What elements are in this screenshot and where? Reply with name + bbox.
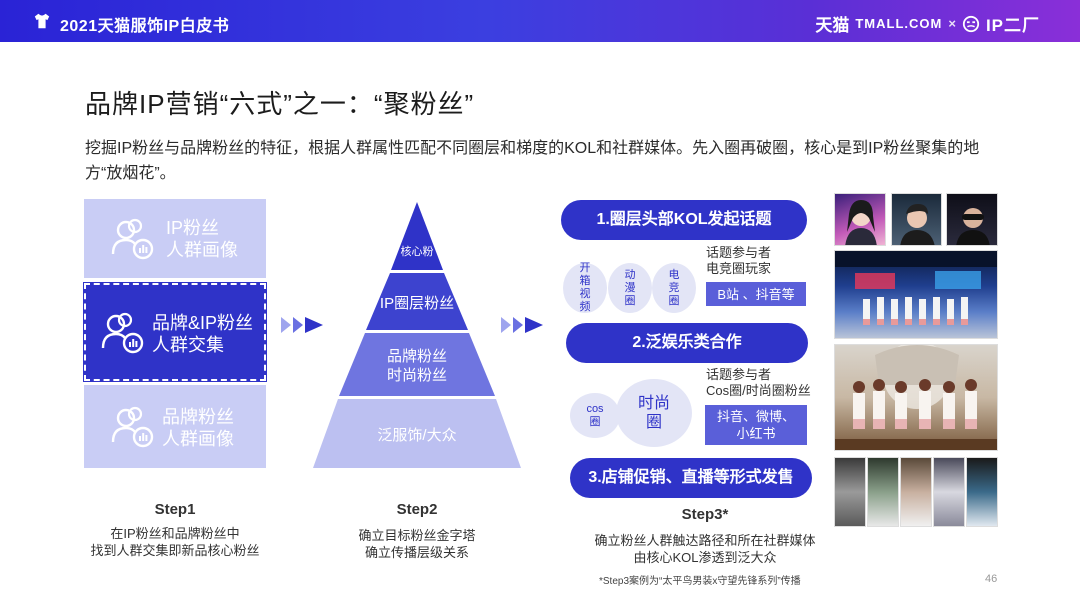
- ip-fans-box: IP粉丝 人群画像: [84, 199, 266, 278]
- event-photo-stage: [834, 250, 998, 339]
- step3-pill-sales: 3.店铺促销、直播等形式发售: [570, 458, 812, 498]
- step2-label: Step2: [396, 501, 438, 518]
- live-photo-1: [834, 457, 866, 527]
- circle-fashion: 时尚 圈: [616, 379, 692, 447]
- pyramid-layer-ip: IP圈层粉丝: [379, 295, 455, 312]
- step3-description: 确立粉丝人群触达路径和所在社群媒体 由核心KOL渗透到泛大众: [580, 532, 830, 566]
- group1-participants: 话题参与者 电竞圈玩家: [706, 245, 771, 277]
- group2-media-tag: 抖音、微博、 小红书: [705, 405, 807, 445]
- live-photo-4: [933, 457, 965, 527]
- pyramid-shape: [313, 202, 521, 468]
- pyramid-layer-core: 核心粉: [400, 246, 434, 258]
- group1-media-tag: B站 、抖音等: [706, 282, 806, 306]
- report-title: 2021天猫服饰IP白皮书: [60, 18, 230, 35]
- layer-line: 品牌粉丝: [386, 348, 447, 365]
- collab-x: ×: [948, 16, 956, 31]
- box-line: 人群画像: [166, 240, 238, 260]
- box-line: IP粉丝: [166, 218, 220, 238]
- brand-logos: 天猫 TMALL.COM × IP二厂: [815, 11, 1040, 36]
- kol-photo-3: [946, 193, 998, 246]
- step3-pill-kol: 1.圈层头部KOL发起话题: [561, 200, 807, 240]
- kol-photo-1: [834, 193, 886, 246]
- desc-line: 确立粉丝人群触达路径和所在社群媒体: [594, 533, 816, 548]
- desc-line: 确立传播层级关系: [364, 545, 469, 560]
- step1-description: 在IP粉丝和品牌粉丝中 找到人群交集即新品核心粉丝: [64, 525, 286, 559]
- intersection-box: 品牌&IP粉丝 人群交集: [83, 282, 267, 382]
- live-photo-2: [867, 457, 899, 527]
- triple-arrow-icon: [281, 317, 323, 333]
- tshirt-icon: [34, 13, 50, 29]
- box-line: 人群画像: [162, 429, 234, 449]
- step2-description: 确立目标粉丝金字塔 确立传播层级关系: [312, 527, 522, 561]
- user-analytics-icon: [101, 312, 144, 354]
- kol-photo-2: [891, 193, 942, 246]
- pyramid-layer-brand: 品牌粉丝 时尚粉丝: [352, 347, 482, 385]
- side-line: 话题参与者: [706, 245, 772, 260]
- step3-label: Step3*: [681, 506, 729, 523]
- circle-cos: cos 圈: [570, 393, 620, 438]
- footnote: *Step3案例为“太平鸟男装x守望先锋系列”传播: [599, 576, 801, 587]
- live-photo-3: [900, 457, 932, 527]
- box-line: 品牌粉丝: [162, 407, 234, 427]
- side-line: 电竞圈玩家: [706, 261, 772, 276]
- circle-esports: 电 竞 圈: [652, 263, 696, 313]
- desc-line: 确立目标粉丝金字塔: [358, 528, 476, 543]
- step3-pill-entertainment: 2.泛娱乐类合作: [566, 323, 808, 363]
- user-analytics-icon: [111, 218, 154, 260]
- box-line: 人群交集: [152, 335, 224, 355]
- side-line: 话题参与者: [706, 367, 772, 382]
- brand-fans-box: 品牌粉丝 人群画像: [84, 385, 266, 468]
- triple-arrow-icon: [501, 317, 543, 333]
- circle-anime: 动 漫 圈: [608, 263, 652, 313]
- desc-line: 找到人群交集即新品核心粉丝: [90, 543, 260, 558]
- fan-pyramid: 核心粉 IP圈层粉丝 品牌粉丝 时尚粉丝 泛服饰/大众: [312, 200, 522, 475]
- group2-participants: 话题参与者 Cos圈/时尚圈粉丝: [706, 367, 811, 399]
- tmall-logo-text: 天猫: [815, 16, 850, 35]
- box-line: 品牌&IP粉丝: [152, 313, 254, 333]
- page-title: 品牌IP营销“六式”之一：“聚粉丝”: [85, 89, 475, 119]
- live-photo-5: [966, 457, 998, 527]
- tmall-domain: TMALL.COM: [855, 16, 943, 31]
- header-bar: 2021天猫服饰IP白皮书 天猫 TMALL.COM × IP二厂: [0, 0, 1080, 42]
- layer-line: 时尚粉丝: [386, 367, 447, 384]
- step1-label: Step1: [154, 501, 196, 518]
- desc-line: 由核心KOL渗透到泛大众: [633, 550, 777, 565]
- desc-line: 在IP粉丝和品牌粉丝中: [110, 526, 240, 541]
- side-line: Cos圈/时尚圈粉丝: [706, 383, 811, 398]
- face-logo-icon: [962, 15, 980, 32]
- ip-factory-logo: IP二厂: [985, 16, 1040, 35]
- pyramid-layer-mass: 泛服饰/大众: [377, 427, 457, 444]
- event-photo-cosplay: [834, 344, 998, 451]
- page-description: 挖掘IP粉丝与品牌粉丝的特征，根据人群属性匹配不同圈层和梯度的KOL和社群媒体。…: [85, 140, 980, 182]
- page-number: 46: [985, 573, 998, 585]
- circle-unboxing: 开 箱 视 频: [563, 262, 607, 313]
- user-analytics-icon: [111, 406, 154, 448]
